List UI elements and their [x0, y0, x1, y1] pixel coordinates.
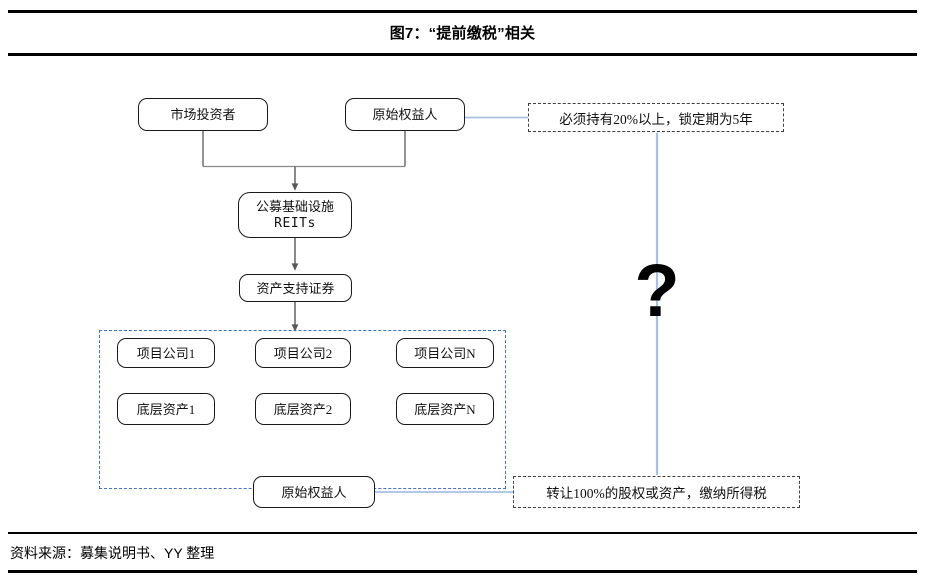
node-market-investor[interactable]: 市场投资者 [138, 98, 268, 131]
node-underlying-asset-n[interactable]: 底层资产N [396, 393, 494, 425]
node-project-company-1-label: 项目公司1 [136, 345, 196, 361]
page-title: 图7：“提前缴税”相关 [389, 25, 536, 42]
connector-layer [202, 116, 659, 493]
node-underlying-asset-n-label: 底层资产N [414, 401, 476, 417]
node-original-owner-top[interactable]: 原始权益人 [345, 98, 465, 131]
node-original-owner-bottom[interactable]: 原始权益人 [253, 476, 375, 508]
title-underline-rule [8, 53, 917, 56]
source-note: 资料来源：募集说明书、YY 整理 [10, 545, 215, 561]
top-rule [8, 10, 917, 13]
callout-transfer-tax-text: 转让100%的股权或资产，缴纳所得税 [546, 486, 767, 501]
node-original-owner-bottom-label: 原始权益人 [281, 484, 347, 500]
flow-diagram: 市场投资者 原始权益人 公募基础设施 REITs 资产支持证券 项目公司1 项目… [0, 56, 925, 532]
node-project-company-n[interactable]: 项目公司N [396, 338, 494, 368]
node-project-company-n-label: 项目公司N [414, 345, 476, 361]
source-top-rule [8, 532, 917, 534]
node-project-company-2[interactable]: 项目公司2 [255, 338, 351, 368]
node-abs[interactable]: 资产支持证券 [239, 274, 352, 302]
node-public-reits-label-line1: 公募基础设施 [255, 199, 334, 214]
node-abs-label: 资产支持证券 [256, 280, 335, 296]
node-project-company-1[interactable]: 项目公司1 [117, 338, 215, 368]
node-underlying-asset-1[interactable]: 底层资产1 [117, 393, 215, 425]
node-market-investor-label: 市场投资者 [170, 107, 236, 122]
callout-holding-requirement-text: 必须持有20%以上，锁定期为5年 [559, 111, 753, 127]
node-underlying-asset-2[interactable]: 底层资产2 [255, 393, 351, 425]
callout-holding-requirement: 必须持有20%以上，锁定期为5年 [528, 103, 784, 132]
node-public-reits-label-line2: REITs [274, 216, 316, 231]
node-underlying-asset-1-label: 底层资产1 [136, 401, 196, 417]
node-underlying-asset-2-label: 底层资产2 [273, 401, 333, 417]
node-original-owner-top-label: 原始权益人 [372, 107, 438, 122]
callout-transfer-tax: 转让100%的股权或资产，缴纳所得税 [513, 476, 800, 508]
node-public-reits[interactable]: 公募基础设施 REITs [238, 192, 352, 238]
node-project-company-2-label: 项目公司2 [273, 345, 333, 361]
bottom-rule [8, 570, 917, 573]
question-mark-icon: ? [634, 249, 680, 332]
